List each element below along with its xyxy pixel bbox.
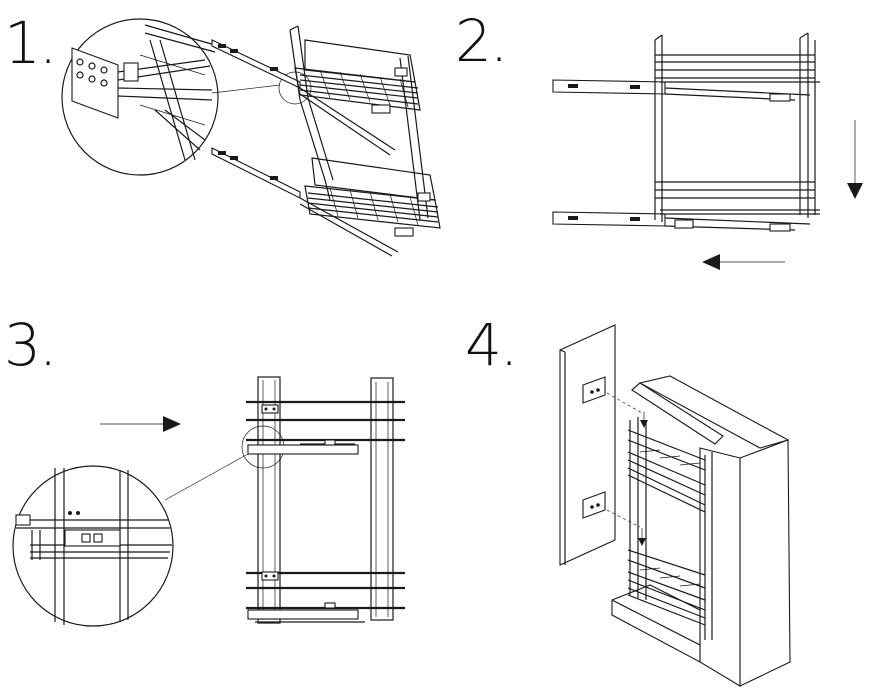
step-3-detail-magnifier (12, 465, 174, 627)
left-arrow-icon (702, 254, 785, 270)
step-4-door-panel (559, 324, 616, 566)
step-3-basket (246, 376, 405, 624)
step-1-basket (289, 25, 441, 237)
step-2-lower-rails (552, 211, 811, 232)
step-1-upper-rail (211, 39, 396, 156)
step-2-upper-rails (552, 79, 811, 102)
step-1-detail-magnifier (61, 18, 219, 176)
step-2-number: 2. (455, 7, 508, 75)
step-4-cabinet (611, 375, 791, 687)
step-4-number: 4. (465, 311, 518, 379)
step-2-basket (654, 32, 820, 222)
down-arrow-icon (847, 120, 863, 199)
right-arrow-icon (100, 416, 181, 432)
step-4-basket (627, 412, 706, 626)
step-1-number: 1. (4, 9, 57, 77)
step-1-lower-rail (211, 147, 399, 257)
step-3-number: 3. (4, 311, 57, 379)
